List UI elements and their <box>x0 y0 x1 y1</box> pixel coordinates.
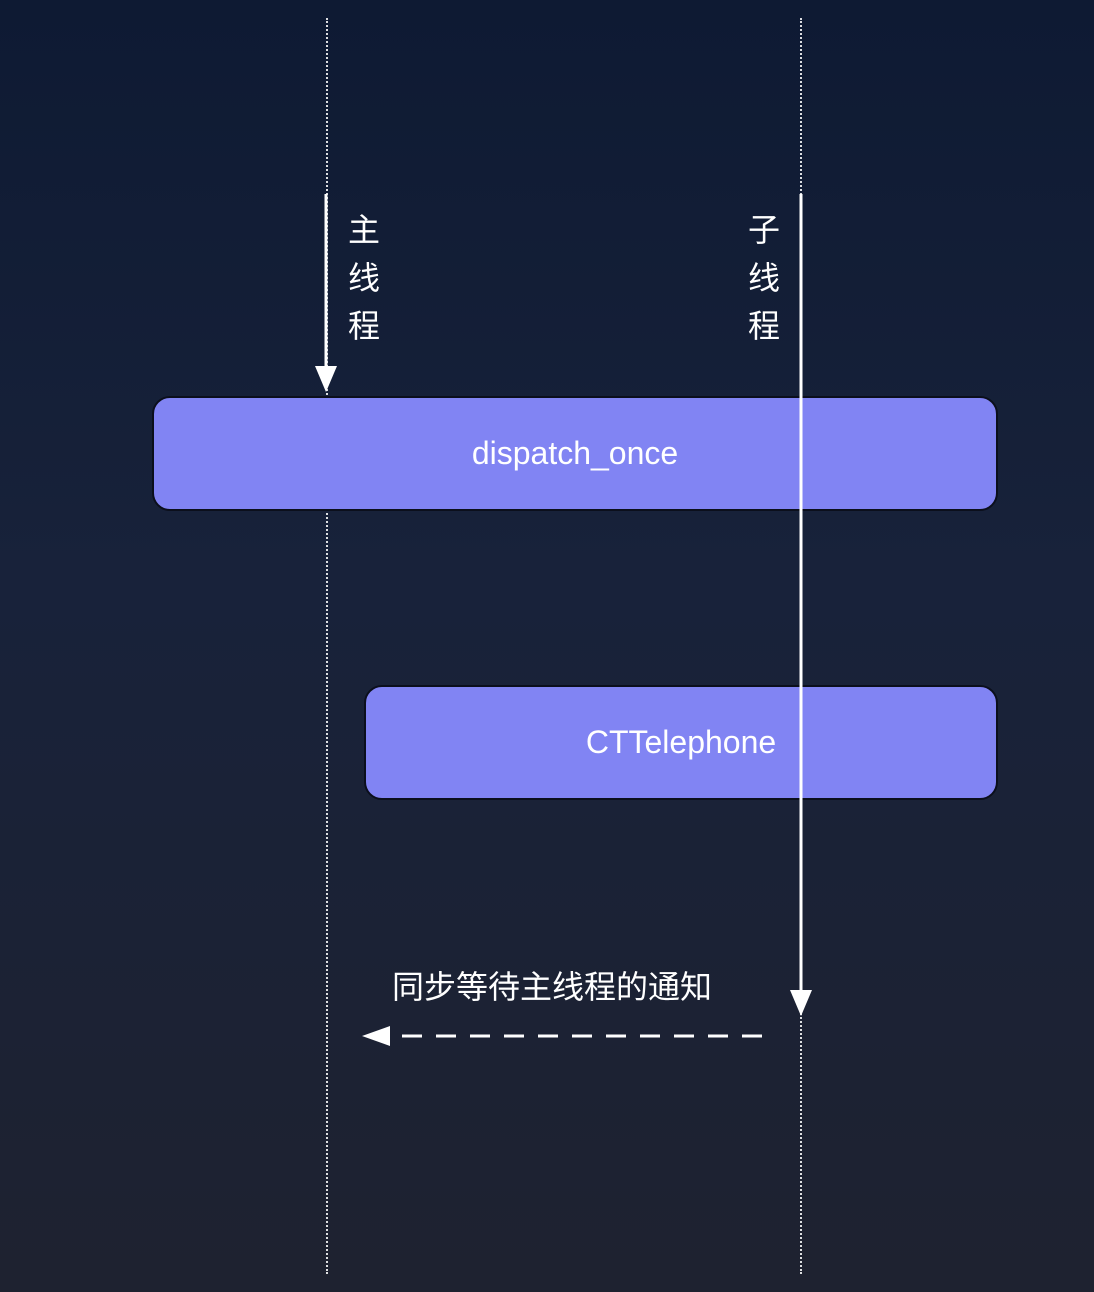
main-thread-lifeline <box>326 18 328 1274</box>
dispatch-once-label: dispatch_once <box>471 435 679 471</box>
dispatch-once-block: dispatch_once <box>152 396 998 511</box>
sub-thread-lifeline <box>800 18 802 1274</box>
main-thread-label: 主线程 <box>347 211 380 345</box>
cttelephone-block: CTTelephone <box>364 685 998 800</box>
notify-dashed-arrow-head <box>362 1026 390 1046</box>
cttelephone-label: CTTelephone <box>585 724 777 760</box>
wait-notification-label: 同步等待主线程的通知 <box>392 968 713 1006</box>
sub-thread-label: 子线程 <box>747 211 780 345</box>
